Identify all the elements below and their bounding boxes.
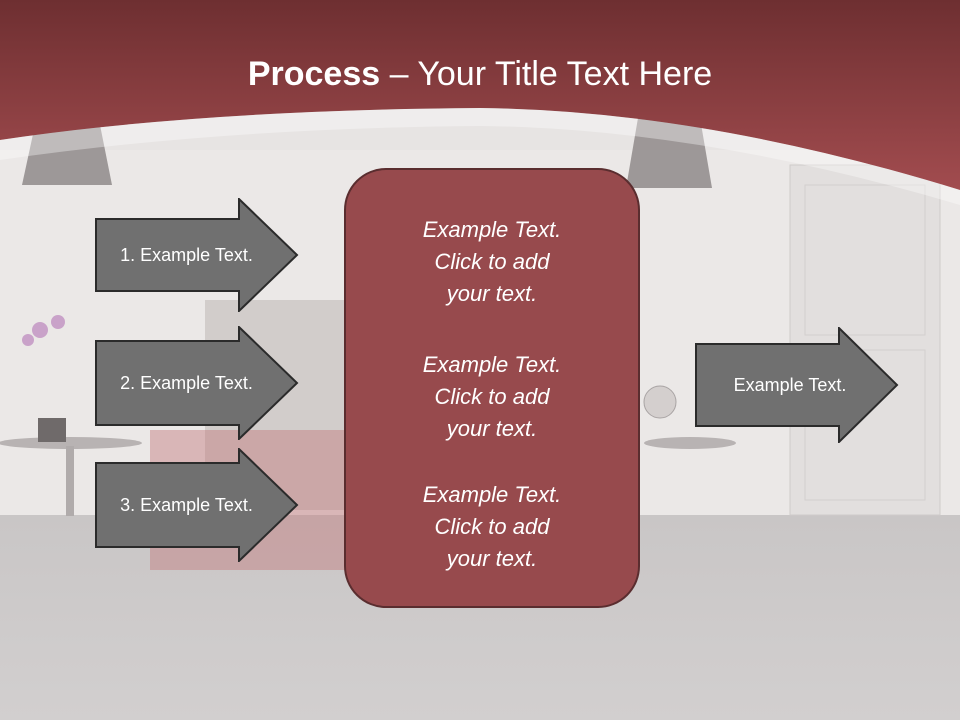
title-bold: Process <box>247 55 381 93</box>
arrow-right-shape <box>95 448 299 562</box>
right-arrow[interactable]: Example Text. <box>695 327 899 443</box>
arrow-right-shape <box>95 198 299 312</box>
text-line: Example Text. <box>422 482 562 507</box>
left-arrow-label: 2. Example Text. <box>120 372 253 393</box>
left-arrow-label: 1. Example Text. <box>120 244 253 265</box>
left-arrow-label: 3. Example Text. <box>120 494 253 515</box>
left-arrow-3[interactable]: 3. Example Text. <box>95 448 299 562</box>
left-arrow-1[interactable]: 1. Example Text. <box>95 198 299 312</box>
center-text-block-3[interactable]: Example Text. Click to add your text. <box>346 479 638 575</box>
left-arrow-2[interactable]: 2. Example Text. <box>95 326 299 440</box>
slide-title: Process – Your Title Text Here <box>0 52 960 96</box>
text-line: your text. <box>446 546 538 571</box>
text-line: Example Text. <box>422 352 562 377</box>
title-rest: – Your Title Text Here <box>380 55 713 93</box>
center-process-box[interactable]: Example Text. Click to add your text. Ex… <box>344 168 640 608</box>
text-line: your text. <box>446 281 538 306</box>
text-line: Example Text. <box>422 217 562 242</box>
text-line: Click to add <box>434 384 550 409</box>
arrow-right-shape <box>695 327 899 443</box>
center-text-block-2[interactable]: Example Text. Click to add your text. <box>346 349 638 445</box>
arrow-right-shape <box>95 326 299 440</box>
right-arrow-label: Example Text. <box>733 374 847 395</box>
text-line: Click to add <box>434 514 550 539</box>
text-line: your text. <box>446 416 538 441</box>
center-text-block-1[interactable]: Example Text. Click to add your text. <box>346 214 638 310</box>
text-line: Click to add <box>434 249 550 274</box>
